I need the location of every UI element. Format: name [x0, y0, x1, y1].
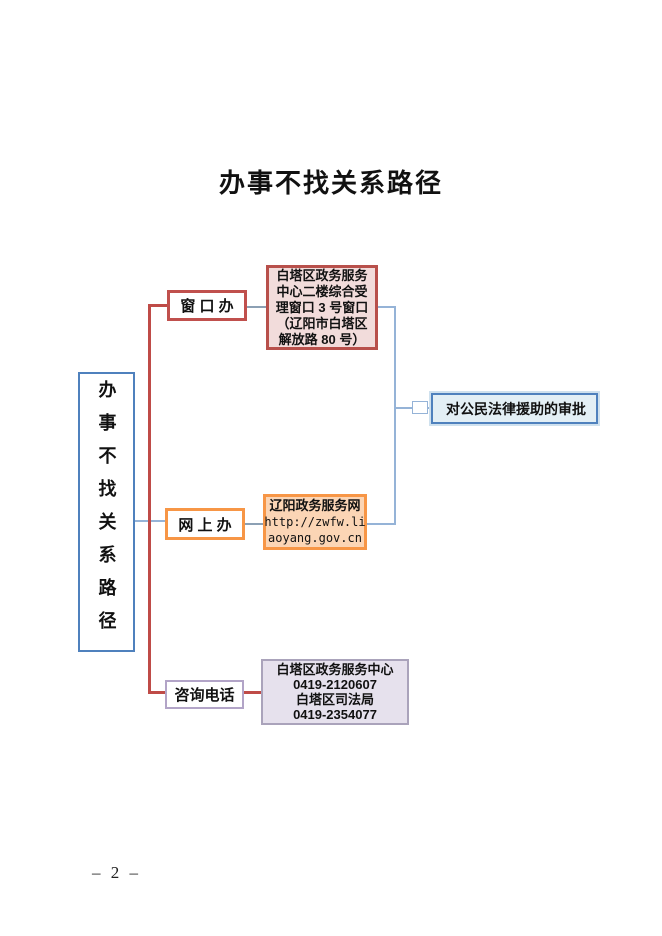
phone-detail-box: 白塔区政务服务中心 0419-2120607 白塔区司法局 0419-23540…: [261, 659, 409, 725]
online-url-line: http://zwfw.li: [264, 515, 366, 529]
flowchart-root-box: 办事不找关系路径: [78, 372, 135, 652]
window-detail-box: 白塔区政务服务 中心二楼综合受 理窗口 3 号窗口 （辽阳市白塔区 解放路 80…: [266, 265, 378, 350]
page-title: 办事不找关系路径: [218, 169, 443, 198]
window-detail-line: 中心二楼综合受: [276, 283, 368, 299]
connector-node-to-result: [426, 407, 433, 409]
window-detail-line: （辽阳市白塔区: [276, 315, 368, 331]
connector-trunk-to-window: [148, 304, 168, 307]
window-detail-line: 解放路 80 号）: [278, 331, 366, 347]
branch-phone-label-box: 咨询电话: [165, 680, 244, 709]
connector-bracket-to-result: [395, 407, 413, 409]
online-url-line: aoyang.gov.cn: [268, 531, 362, 545]
connector-node: [412, 401, 428, 414]
connector-window-detail-to-bracket: [377, 306, 395, 308]
window-detail-line: 理窗口 3 号窗口: [275, 299, 369, 315]
connector-online-to-detail: [244, 523, 264, 525]
connector-online-detail-to-bracket: [366, 523, 396, 525]
connector-window-to-detail: [246, 306, 268, 308]
page-number: – 2 –: [92, 863, 141, 882]
phone-detail-line: 白塔区政务服务中心: [276, 662, 394, 677]
result-box: 对公民法律援助的审批: [431, 393, 598, 424]
phone-detail-line: 白塔区司法局: [295, 692, 374, 707]
branch-window-label-box: 窗 口 办: [167, 290, 247, 321]
online-detail-line: 辽阳政务服务网: [269, 498, 361, 513]
phone-detail-line: 0419-2354077: [293, 707, 377, 722]
window-detail-line: 白塔区政务服务: [276, 267, 368, 283]
connector-bracket-vertical: [394, 306, 396, 525]
connector-phone-to-detail: [243, 691, 262, 694]
connector-trunk-line: [148, 304, 151, 694]
branch-online-label-box: 网 上 办: [165, 508, 245, 540]
connector-trunk-to-phone: [148, 691, 168, 694]
phone-detail-line: 0419-2120607: [293, 677, 377, 692]
online-detail-box: 辽阳政务服务网 http://zwfw.li aoyang.gov.cn: [263, 494, 367, 550]
